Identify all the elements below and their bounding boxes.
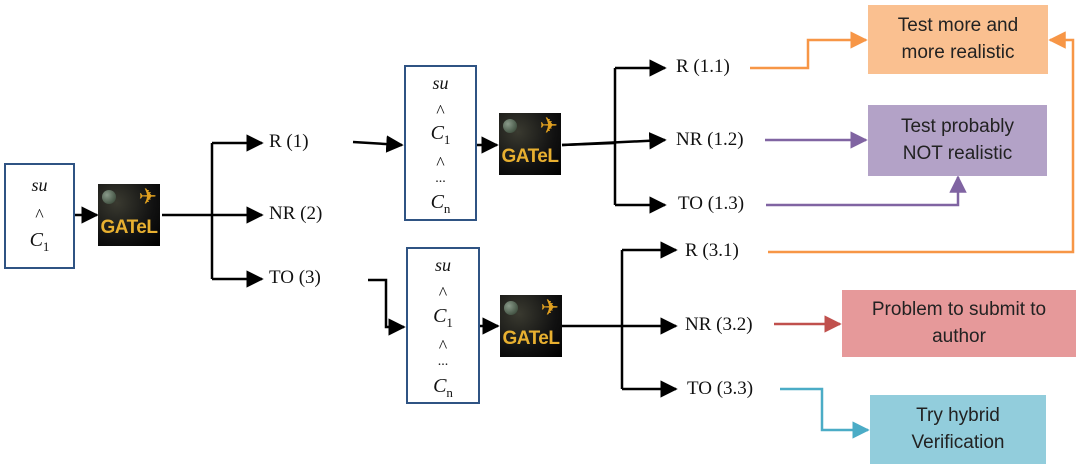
gatel-logo-2: ✈ GATeL (499, 113, 561, 175)
outcome-not-realistic-line1: Test probably (900, 115, 1014, 137)
outcome-not-realistic-line2: NOT realistic (902, 142, 1013, 164)
result-nr12: NR (1.2) (676, 129, 744, 150)
upper-formula-box: su ^ C1 ^ ... Cn (404, 65, 477, 221)
gatel-wordmark: GATeL (502, 328, 560, 349)
formula-c1: C1 (29, 229, 50, 254)
result-nr2: NR (2) (269, 203, 323, 224)
formula-and-symbol: ^ (436, 101, 445, 121)
edge-to-nr12 (561, 132, 667, 150)
outcome-realistic-line1: Test more and (897, 14, 1019, 36)
formula-cn: Cn (430, 191, 451, 216)
outcome-problem-box: Problem to submit to author (842, 290, 1076, 357)
edge-r31-to-realistic (768, 31, 1075, 254)
edge-to33-to-hybrid (780, 387, 870, 439)
outcome-realistic-line2: more realistic (901, 41, 1015, 63)
formula-c1: C1 (430, 122, 451, 147)
result-r11: R (1.1) (676, 56, 730, 77)
outcome-hybrid-line2: Verification (911, 431, 1005, 453)
result-nr32: NR (3.2) (685, 314, 753, 335)
formula-ellipsis: ... (435, 171, 446, 186)
edge-r1-to-upper-formula (352, 135, 404, 153)
outcome-hybrid-line1: Try hybrid (916, 404, 1000, 426)
formula-su: su (432, 73, 449, 93)
gatel-wordmark: GATeL (501, 146, 559, 167)
outcome-problem-line2: author (932, 325, 986, 347)
gatel-logo-3: ✈ GATeL (500, 295, 562, 357)
result-to13: TO (1.3) (678, 193, 745, 214)
edge-to13-to-not-realistic (766, 175, 967, 207)
outcome-problem-line1: Problem to submit to (871, 298, 1047, 320)
formula-and-symbol: ^ (438, 336, 448, 356)
edge-r11-to-realistic (750, 31, 868, 70)
formula-c1: C1 (433, 305, 453, 330)
formula-cn: Cn (433, 375, 453, 400)
bird-icon: ✈ (540, 296, 559, 321)
orb-icon (503, 119, 517, 133)
formula-and-symbol: ^ (438, 283, 448, 303)
formula-and-symbol: ^ (436, 153, 445, 173)
result-r1: R (1) (269, 131, 309, 152)
edge-to3-to-lower-formula (368, 278, 406, 336)
formula-su: su (31, 175, 48, 195)
orb-icon (504, 301, 518, 315)
outcome-realistic-box: Test more and more realistic (868, 5, 1048, 74)
gatel-logo-1: ✈ GATeL (98, 184, 160, 246)
bird-icon: ✈ (138, 185, 157, 210)
start-formula-box: su ^ C1 (4, 163, 75, 269)
gatel-wordmark: GATeL (100, 217, 158, 238)
formula-ellipsis: ... (437, 354, 449, 369)
formula-su: su (434, 255, 451, 275)
orb-icon (102, 190, 116, 204)
result-to3: TO (3) (269, 267, 321, 288)
lower-formula-box: su ^ C1 ^ ... Cn (406, 247, 480, 404)
result-to33: TO (3.3) (687, 378, 754, 399)
bird-icon: ✈ (539, 114, 558, 139)
formula-and-symbol: ^ (35, 205, 44, 225)
result-r31: R (3.1) (685, 240, 739, 261)
